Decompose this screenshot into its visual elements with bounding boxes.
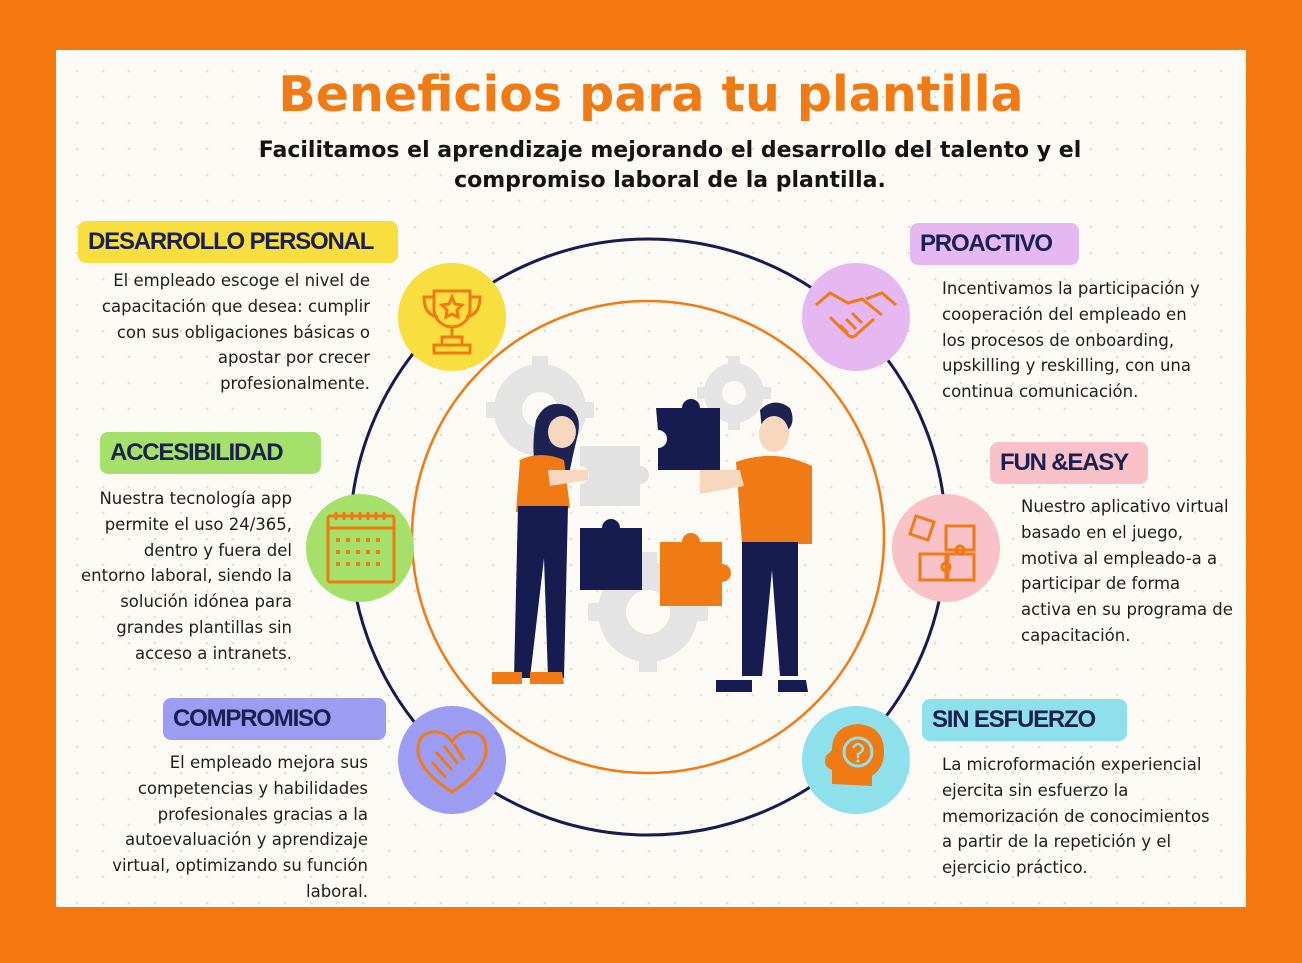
label-proactivo: PROACTIVO bbox=[910, 223, 1079, 265]
text-fun-easy: Nuestro aplicativo virtual basado en el … bbox=[1021, 497, 1233, 645]
trophy-icon bbox=[398, 263, 506, 371]
text-desarrollo-personal: El empleado escoge el nivel de capacitac… bbox=[101, 271, 370, 394]
puzzle-icon bbox=[892, 494, 1000, 602]
woman-figure bbox=[492, 403, 588, 684]
text-accesibilidad: Nuestra tecnología app permite el uso 24… bbox=[81, 489, 292, 663]
team-puzzle-illustration bbox=[486, 356, 812, 692]
calendar-icon bbox=[306, 494, 414, 602]
label-fun-easy: FUN &EASY bbox=[990, 442, 1148, 484]
head-question-icon bbox=[802, 706, 910, 814]
label-sin-esfuerzo: SIN ESFUERZO bbox=[922, 699, 1127, 741]
inner-ring bbox=[410, 299, 886, 775]
heart-hand-icon bbox=[398, 706, 506, 814]
puzzle-pieces bbox=[580, 399, 731, 606]
text-proactivo: Incentivamos la participación y cooperac… bbox=[942, 279, 1200, 402]
label-accesibilidad: ACCESIBILIDAD bbox=[100, 432, 321, 474]
page-title: Beneficios para tu plantilla bbox=[278, 66, 1024, 123]
handshake-icon bbox=[802, 263, 910, 371]
label-compromiso: COMPROMISO bbox=[163, 698, 386, 740]
label-desarrollo-personal: DESARROLLO PERSONAL bbox=[78, 221, 398, 263]
text-compromiso: El empleado mejora sus competencias y ha… bbox=[112, 753, 368, 901]
text-sin-esfuerzo: La microformación experiencial ejercita … bbox=[942, 755, 1210, 878]
page-subtitle: Facilitamos el aprendizaje mejorando el … bbox=[258, 138, 1082, 193]
man-figure bbox=[700, 402, 812, 692]
